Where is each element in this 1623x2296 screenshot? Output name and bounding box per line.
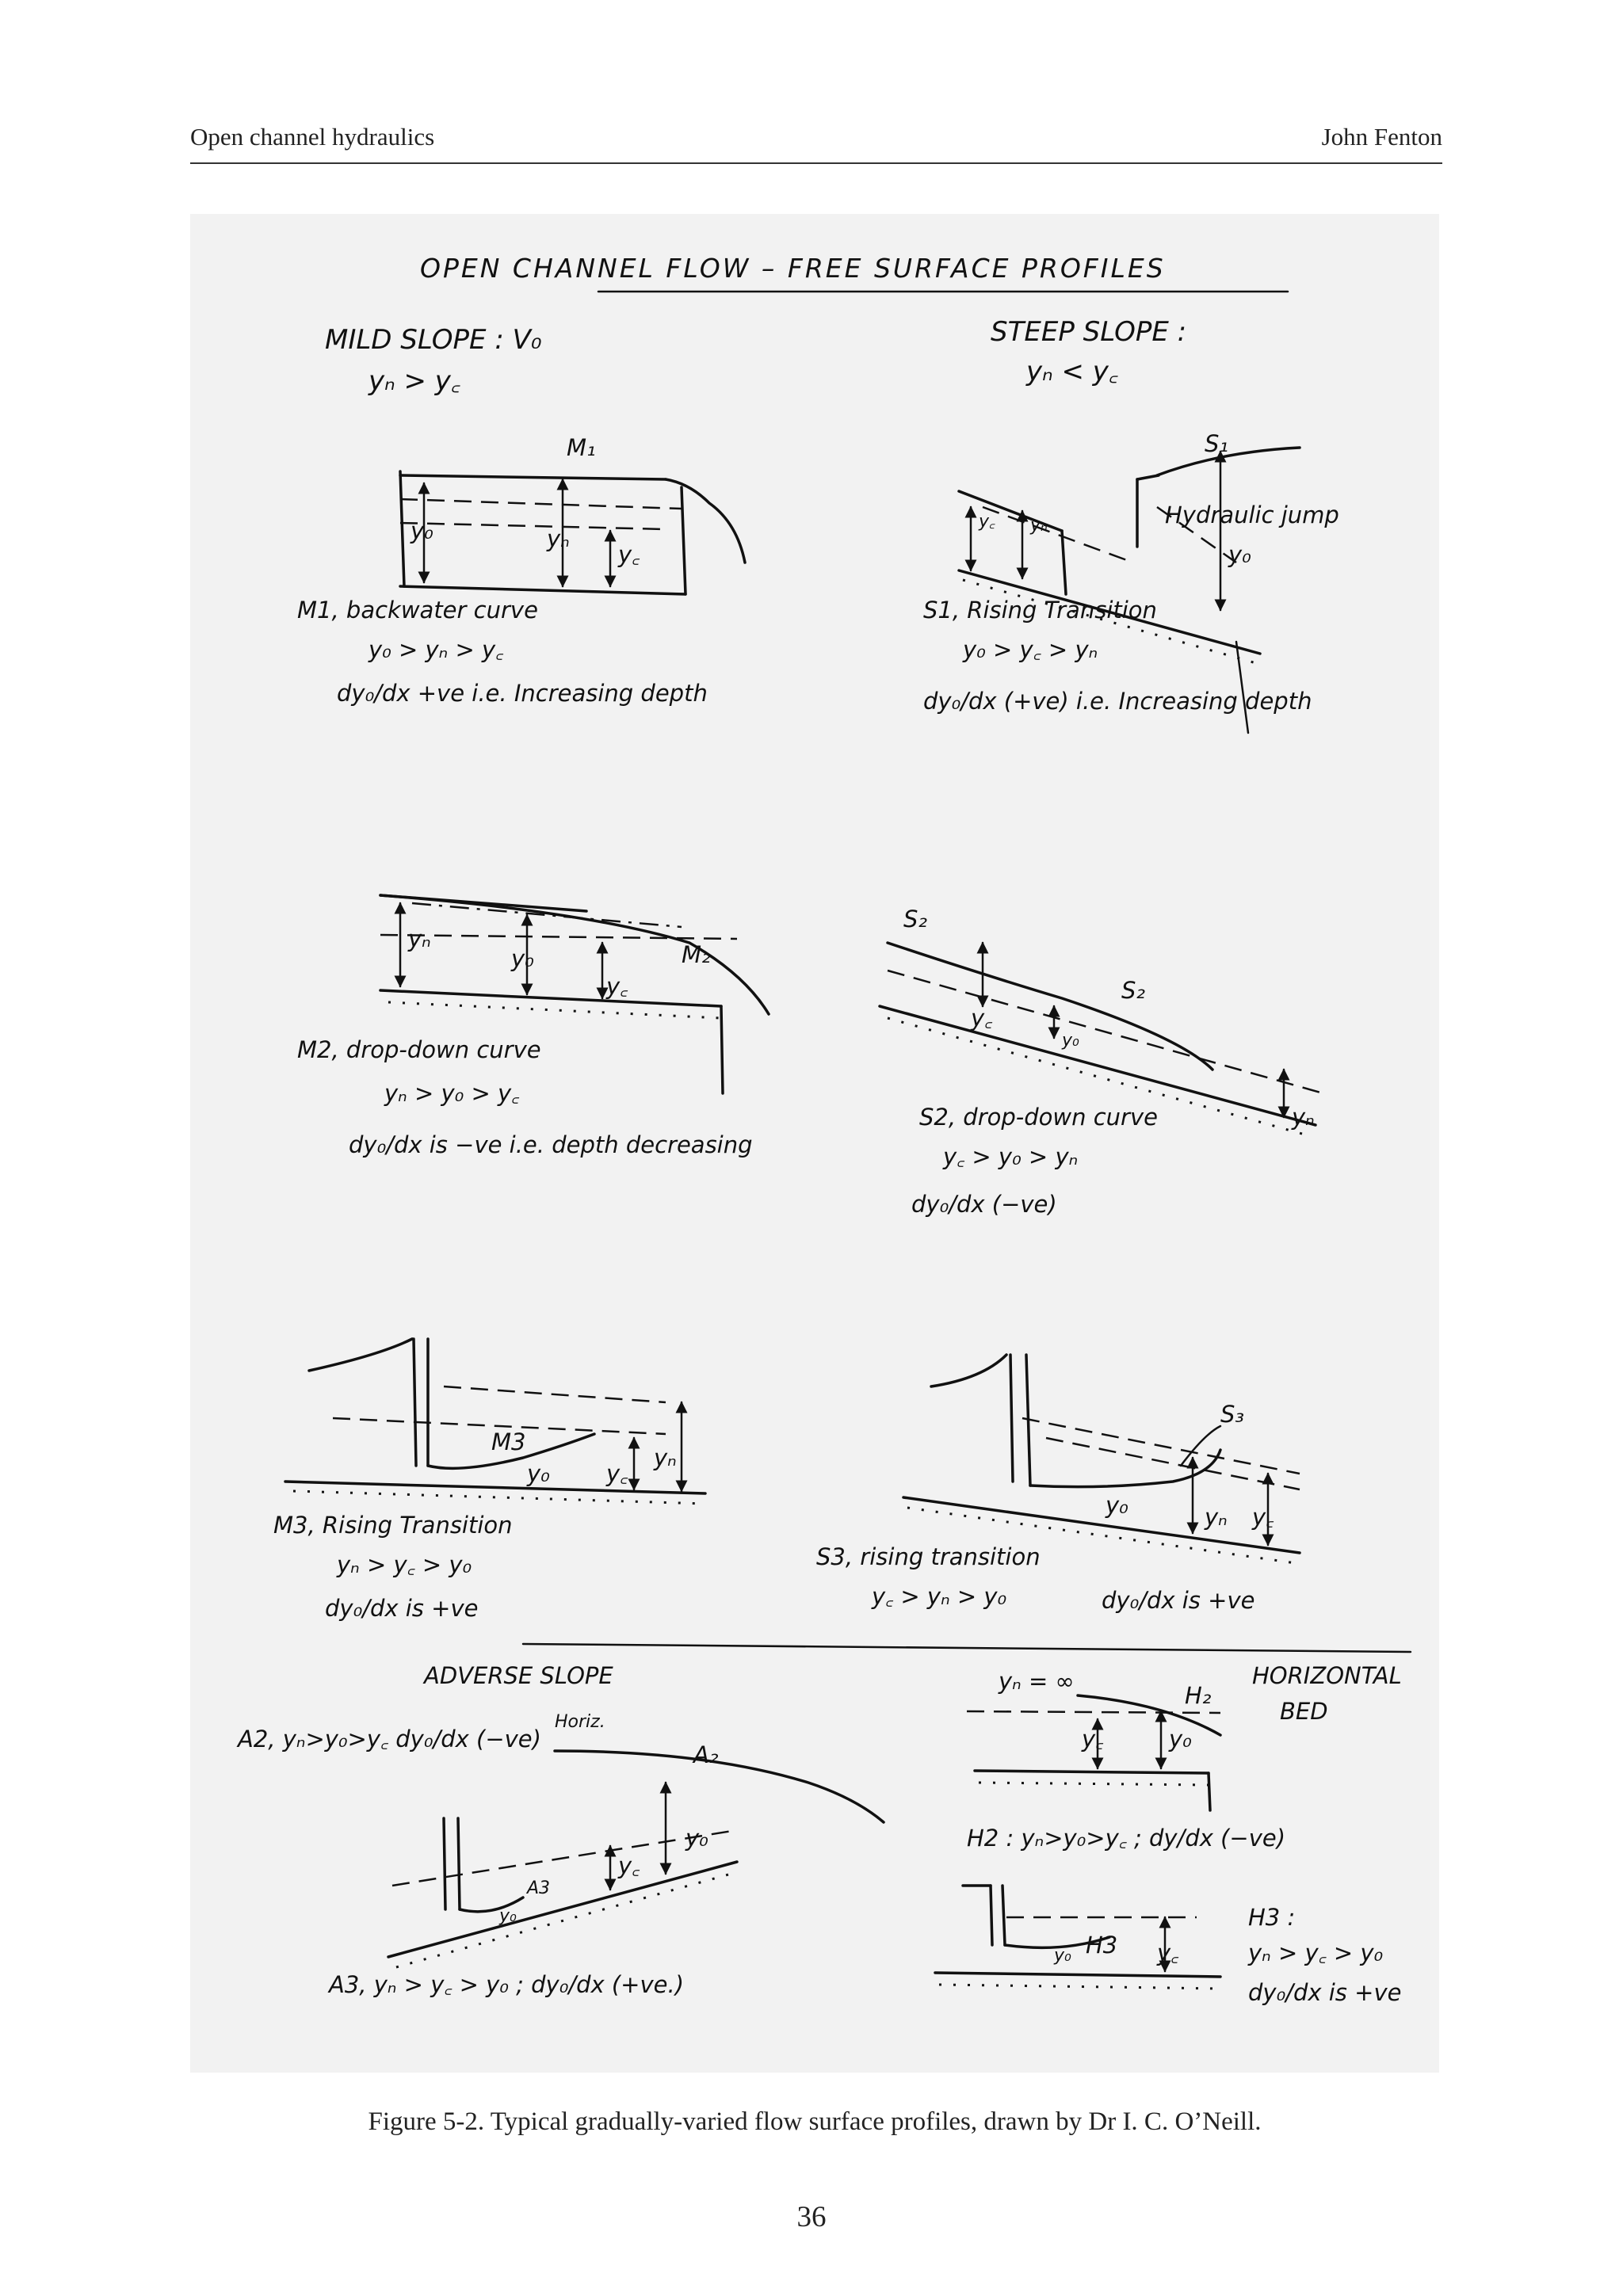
m2-name: M2, drop-down curve xyxy=(297,1036,541,1063)
h3-label: H3 xyxy=(1086,1932,1117,1958)
m3-relation: yₙ > y꜀ > y₀ xyxy=(336,1551,472,1578)
s1-label: S₁ xyxy=(1205,430,1228,457)
divider-line xyxy=(521,1642,1412,1653)
m3-yn-label: yₙ xyxy=(653,1444,677,1471)
steep-slope-condition: yₙ < y꜀ xyxy=(1025,356,1118,387)
steep-slope-heading: STEEP SLOPE : xyxy=(991,316,1186,348)
h3-name: H3 : xyxy=(1248,1904,1295,1931)
s2-relation: y꜀ > y₀ > yₙ xyxy=(942,1143,1078,1170)
s1-yn-label: yₙ xyxy=(1029,516,1048,536)
m1-y0-label: y₀ xyxy=(410,517,433,544)
adverse-sketch: Horiz. A₂ y₀ y꜀ A3 y₀ xyxy=(387,1712,885,1969)
m3-label: M3 xyxy=(491,1428,525,1455)
s2-name: S2, drop-down curve xyxy=(919,1104,1158,1131)
h-yn-infinity: yₙ = ∞ xyxy=(998,1668,1075,1695)
m3-gradient: dy₀/dx is +ve xyxy=(325,1595,478,1622)
a3-y0-label: y₀ xyxy=(498,1906,517,1926)
h2-yc-label: y꜀ xyxy=(1081,1726,1104,1753)
s1-y0-label: y₀ xyxy=(1228,541,1251,568)
s1-jump-label: Hydraulic jump xyxy=(1165,502,1339,528)
a2-label: A₂ xyxy=(692,1741,719,1768)
running-head-author: John Fenton xyxy=(1321,123,1442,151)
s2-gradient: dy₀/dx (−ve) xyxy=(911,1191,1057,1218)
s3-sketch: S₃ y₀ yₙ y꜀ xyxy=(902,1353,1301,1565)
h2-sketch: H₂ y꜀ y₀ xyxy=(966,1682,1222,1812)
a2-y0-label: y₀ xyxy=(685,1825,708,1852)
a3-label: A3 xyxy=(525,1878,550,1898)
s3-yc-label: y꜀ xyxy=(1251,1504,1274,1531)
s3-name: S3, rising transition xyxy=(816,1543,1041,1570)
m1-name: M1, backwater curve xyxy=(297,597,538,624)
s1-yc-label: y꜀ xyxy=(978,512,995,532)
horizontal-heading-2: BED xyxy=(1280,1698,1328,1725)
s3-gradient: dy₀/dx is +ve xyxy=(1102,1587,1254,1614)
m1-relation: y₀ > yₙ > y꜀ xyxy=(368,636,504,663)
s2-yn-label: yₙ xyxy=(1291,1104,1315,1131)
m1-gradient: dy₀/dx +ve i.e. Increasing depth xyxy=(337,680,708,707)
s1-sketch: S₁ y꜀ yₙ y₀ Hydraulic jump xyxy=(957,430,1339,734)
a2-relation: A2, yₙ>y₀>y꜀ dy₀/dx (−ve) xyxy=(236,1726,541,1753)
s1-gradient: dy₀/dx (+ve) i.e. Increasing depth xyxy=(923,688,1312,715)
m3-sketch: M3 y₀ y꜀ yₙ xyxy=(284,1337,707,1505)
figure-hand-drawn-profiles: OPEN CHANNEL FLOW – FREE SURFACE PROFILE… xyxy=(190,214,1439,2073)
m1-yn-label: yₙ xyxy=(546,525,570,552)
running-head: Open channel hydraulics John Fenton xyxy=(190,123,1442,164)
m2-label: M₂ xyxy=(682,941,711,968)
a2-yc-label: y꜀ xyxy=(617,1852,640,1879)
a2-horiz-label: Horiz. xyxy=(555,1712,605,1732)
m3-name: M3, Rising Transition xyxy=(273,1512,513,1539)
s2-curve-label: S₂ xyxy=(1121,977,1145,1004)
s3-label: S₃ xyxy=(1220,1401,1244,1428)
m1-yc-label: y꜀ xyxy=(617,541,640,568)
h3-sketch: H3 y₀ y꜀ xyxy=(934,1884,1222,1990)
h3-gradient: dy₀/dx is +ve xyxy=(1248,1979,1401,2006)
s2-sketch: S₂ y꜀ y₀ yₙ S₂ xyxy=(878,906,1324,1137)
figure-svg: OPEN CHANNEL FLOW – FREE SURFACE PROFILE… xyxy=(236,253,1412,2006)
s2-top-label: S₂ xyxy=(903,906,927,933)
m3-y0-label: y₀ xyxy=(526,1460,550,1487)
m2-yc-label: y꜀ xyxy=(605,973,628,1000)
m3-yc-label: y꜀ xyxy=(605,1460,628,1487)
page-number: 36 xyxy=(796,2201,827,2233)
s1-name: S1, Rising Transition xyxy=(923,597,1157,624)
a3-relation: A3, yₙ > y꜀ > y₀ ; dy₀/dx (+ve.) xyxy=(327,1971,684,1998)
h2-relation: H2 : yₙ>y₀>y꜀ ; dy/dx (−ve) xyxy=(967,1825,1285,1852)
s3-yn-label: yₙ xyxy=(1204,1504,1228,1531)
m2-sketch: yₙ y₀ y꜀ M₂ xyxy=(379,894,770,1095)
h3-y0-label: y₀ xyxy=(1053,1946,1071,1966)
mild-slope-heading: MILD SLOPE : V₀ xyxy=(325,324,542,356)
m2-y0-label: y₀ xyxy=(510,945,534,972)
h3-yc-label: y꜀ xyxy=(1156,1939,1179,1966)
mild-slope-condition: yₙ > y꜀ xyxy=(368,365,460,397)
m2-relation: yₙ > y₀ > y꜀ xyxy=(384,1080,520,1107)
adverse-slope-heading: ADVERSE SLOPE xyxy=(422,1662,613,1689)
h2-label: H₂ xyxy=(1185,1682,1212,1709)
s1-relation: y₀ > y꜀ > yₙ xyxy=(962,636,1098,663)
h3-relation: yₙ > y꜀ > y₀ xyxy=(1247,1939,1384,1966)
figure-caption: Figure 5-2. Typical gradually-varied flo… xyxy=(368,2107,1262,2136)
m1-sketch: M₁ y₀ yₙ y꜀ xyxy=(399,434,747,596)
s3-relation: y꜀ > yₙ > y₀ xyxy=(871,1583,1007,1610)
s2-yc-label: y꜀ xyxy=(970,1005,993,1032)
m2-yn-label: yₙ xyxy=(407,925,431,952)
m1-label: M₁ xyxy=(567,434,596,461)
s2-y0-label: y₀ xyxy=(1061,1031,1079,1051)
figure-title: OPEN CHANNEL FLOW – FREE SURFACE PROFILE… xyxy=(420,253,1166,284)
s3-y0-label: y₀ xyxy=(1105,1492,1128,1519)
horizontal-heading-1: HORIZONTAL xyxy=(1252,1662,1402,1689)
h2-y0-label: y₀ xyxy=(1168,1726,1192,1753)
running-head-title: Open channel hydraulics xyxy=(190,123,435,151)
m2-gradient: dy₀/dx is −ve i.e. depth decreasing xyxy=(349,1131,753,1158)
